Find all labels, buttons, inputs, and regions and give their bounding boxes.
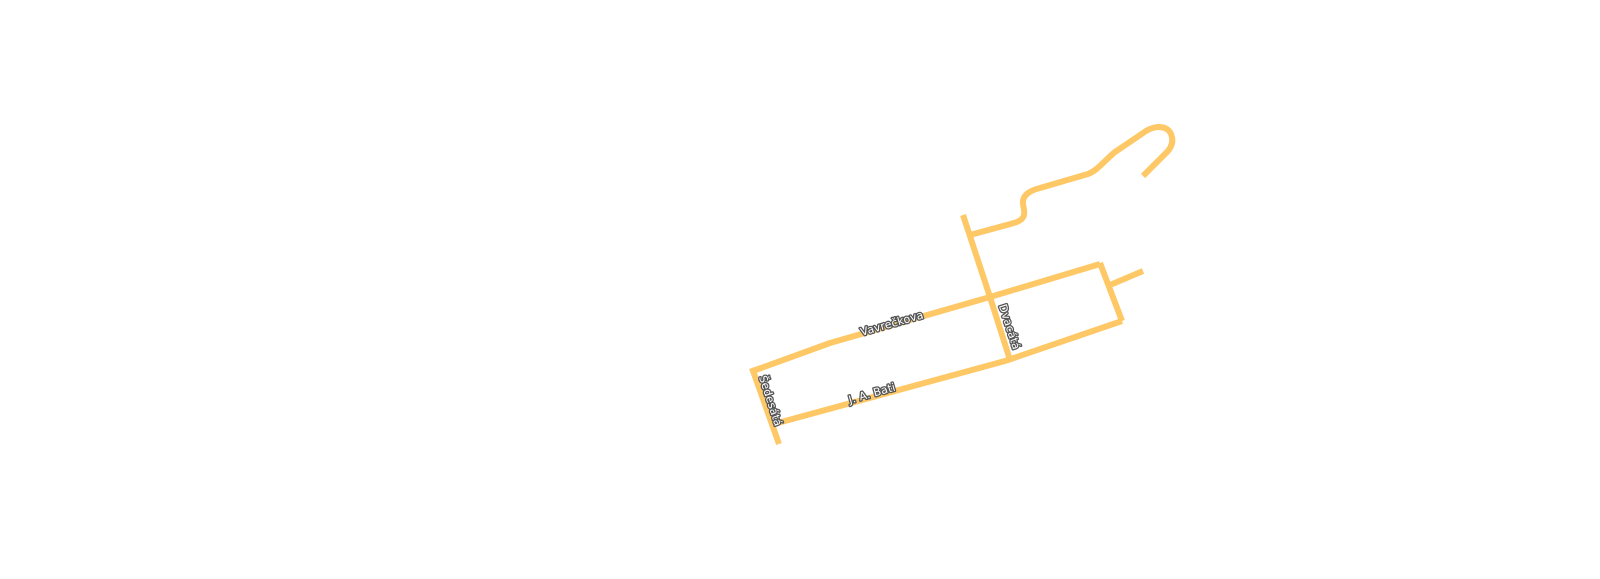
road-east-connector[interactable] [1097, 261, 1125, 323]
road-sedesata[interactable] [749, 366, 782, 446]
road-j-a-bati[interactable] [773, 318, 1123, 427]
road-vavreckova[interactable] [751, 261, 1101, 374]
road-network [749, 124, 1176, 446]
road-dvacata[interactable] [960, 214, 1013, 361]
road-north-branch[interactable] [969, 124, 1176, 238]
road-east-spur[interactable] [1108, 268, 1145, 288]
